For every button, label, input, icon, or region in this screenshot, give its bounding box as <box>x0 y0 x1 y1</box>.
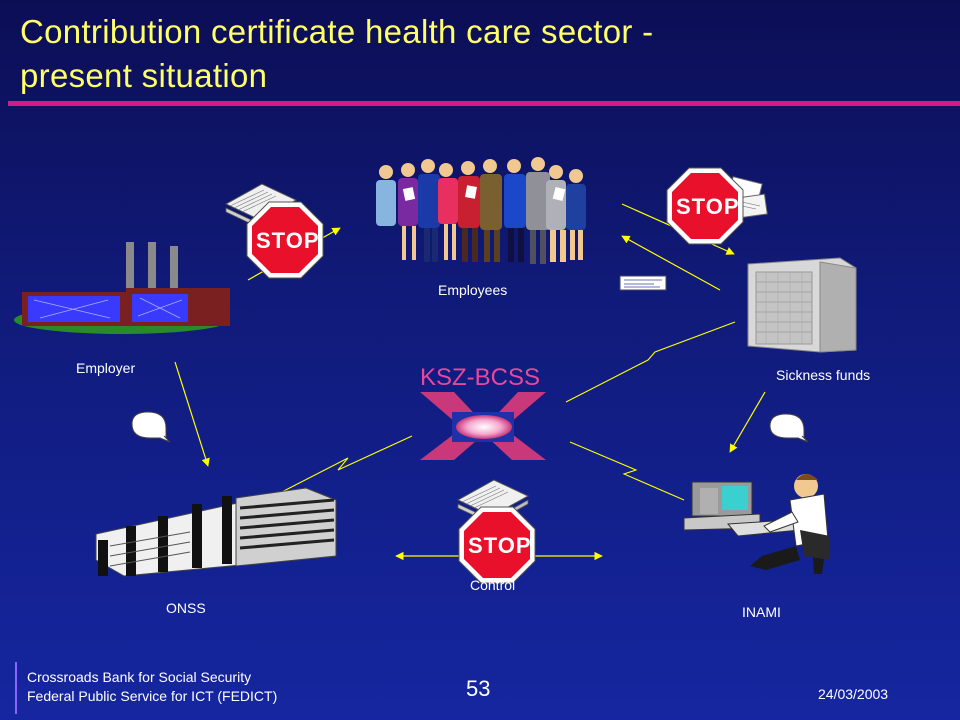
title-line-2: present situation <box>20 57 268 94</box>
title-line-1: Contribution certificate health care sec… <box>20 13 654 50</box>
label-inami: INAMI <box>742 604 781 620</box>
speech-bubble-icon <box>769 413 809 443</box>
title-underline <box>8 101 960 106</box>
page-number: 53 <box>466 676 491 701</box>
footer-date: 24/03/2003 <box>818 686 889 702</box>
network-link-hub-onss <box>273 435 413 497</box>
network-link-hub-inami <box>569 441 685 501</box>
ksz-bcss-hub-icon <box>420 392 546 460</box>
arrow-employer-to-onss <box>174 361 210 467</box>
onss-building-icon <box>95 487 337 577</box>
stop-sign-text: STOP <box>676 194 740 219</box>
employer-factory-icon <box>14 242 230 334</box>
slide-title: Contribution certificate health care sec… <box>20 10 920 98</box>
employees-group-icon <box>376 157 586 264</box>
stop-sign-text: STOP <box>468 533 532 558</box>
label-hub: KSZ-BCSS <box>420 364 541 391</box>
label-sickness-funds: Sickness funds <box>776 367 871 383</box>
label-employer: Employer <box>76 360 136 376</box>
network-link-hub-fund <box>565 321 736 403</box>
workstation-user-icon <box>683 474 830 574</box>
speech-bubble-icon <box>131 411 171 443</box>
arrow-fund-to-employees <box>621 235 721 291</box>
card-icon <box>619 275 667 291</box>
stop-sign-text: STOP <box>256 228 320 253</box>
label-control: Control <box>470 577 516 593</box>
footer-divider <box>15 662 17 714</box>
arrow-fund-to-inami <box>729 391 766 453</box>
footer-org-line-2: Federal Public Service for ICT (FEDICT) <box>27 688 278 704</box>
label-onss: ONSS <box>166 600 206 616</box>
server-cabinet-icon <box>747 257 857 353</box>
footer-org-line-1: Crossroads Bank for Social Security <box>27 669 252 685</box>
connection-lines <box>174 203 766 561</box>
label-employees: Employees <box>438 282 508 298</box>
footer-organization: Crossroads Bank for Social Security Fede… <box>27 668 277 706</box>
